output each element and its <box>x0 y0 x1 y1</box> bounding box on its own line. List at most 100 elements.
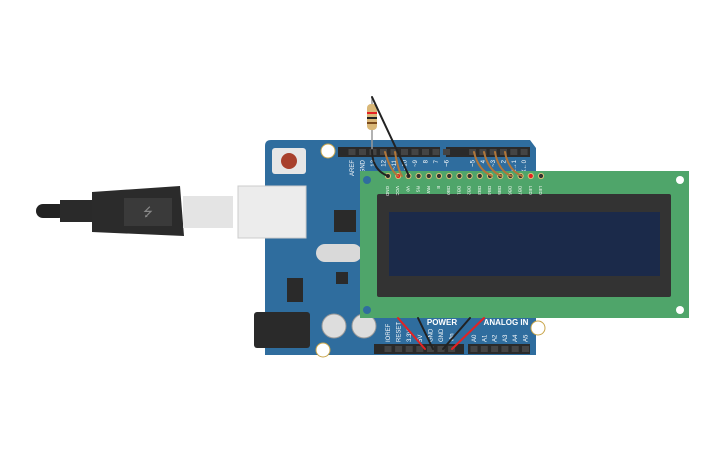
resistor[interactable] <box>367 97 377 150</box>
top-pin-label: 4 <box>481 159 487 163</box>
header-socket[interactable] <box>437 346 445 352</box>
lcd-pin-label: E <box>436 186 441 189</box>
lcd-pin-label: DB0 <box>446 186 451 195</box>
chip <box>334 210 356 232</box>
usb-port <box>237 185 307 239</box>
lcd-pin[interactable] <box>476 172 483 180</box>
lcd-16x2[interactable]: GND VCC V0 RS RW E DB0 DB1 DB2 DB3 DB4 DB5 DB6 DB7 LED… <box>360 171 689 318</box>
top-pin-label: 2 <box>502 159 508 163</box>
capacitor <box>321 313 347 339</box>
bottom-pin-label: A4 <box>513 334 519 342</box>
header-socket[interactable] <box>384 346 392 352</box>
bottom-pin-label: GND <box>428 328 434 342</box>
header-socket[interactable] <box>348 149 356 155</box>
top-pin-label: ~9 <box>413 159 419 167</box>
lcd-pin[interactable] <box>537 172 545 180</box>
usb-connector-metal <box>183 196 233 228</box>
usb-icon: ⭍ <box>143 205 153 219</box>
header-socket[interactable] <box>401 149 408 155</box>
top-pin-label: 12 <box>382 159 388 166</box>
usb-cable[interactable]: ⭍ <box>36 186 233 236</box>
bottom-pin-label: 3.3V <box>407 330 413 342</box>
lcd-pin-label: V0 <box>405 186 410 192</box>
lcd-pin-label: DB2 <box>467 186 472 195</box>
header-socket[interactable] <box>500 149 507 155</box>
top-pin-label: ~6 <box>445 159 451 167</box>
bottom-pin-label: A2 <box>493 334 499 342</box>
header-socket[interactable] <box>395 346 403 352</box>
lcd-pin-label: DB4 <box>487 186 492 195</box>
lcd-pin[interactable] <box>446 172 453 180</box>
lcd-pin-label: RW <box>426 186 431 194</box>
regulator <box>287 278 303 302</box>
header-socket[interactable] <box>443 149 450 155</box>
power-label: POWER <box>427 318 457 327</box>
header-socket[interactable] <box>520 149 528 155</box>
header-socket[interactable] <box>479 149 487 155</box>
wires <box>371 96 523 350</box>
header-socket[interactable] <box>511 346 519 352</box>
top-pin-label: ~11 <box>392 159 398 169</box>
header-socket[interactable] <box>426 346 434 352</box>
lcd-pin-label: GND <box>385 186 390 197</box>
crystal <box>316 244 362 262</box>
lcd-pin-label: DB3 <box>477 186 482 195</box>
lcd-pin-label: DB5 <box>497 186 502 195</box>
lcd-pin-label: DB6 <box>507 186 512 195</box>
lcd-pin[interactable] <box>466 172 473 180</box>
header-socket[interactable] <box>422 149 429 155</box>
top-pin-label: TX→1 <box>512 159 518 177</box>
analog-in-label: ANALOG IN <box>484 318 529 327</box>
top-pin-label: 8 <box>424 159 430 163</box>
power-jack <box>254 312 310 348</box>
digital-header-right <box>446 147 530 157</box>
lcd-pin[interactable] <box>425 172 432 180</box>
bottom-pin-label: A1 <box>482 334 488 342</box>
header-socket[interactable] <box>359 149 366 155</box>
header-socket[interactable] <box>491 346 499 352</box>
header-socket[interactable] <box>489 149 497 155</box>
lcd-pin-label: DB7 <box>518 186 523 195</box>
lcd-pin[interactable] <box>435 172 443 180</box>
bottom-pin-label: A3 <box>503 334 509 342</box>
top-pin-label: RX←0 <box>522 159 528 177</box>
top-pin-label: AREF <box>350 160 356 176</box>
bottom-pin-label: RESET <box>397 322 403 342</box>
header-socket[interactable] <box>380 149 387 155</box>
header-socket[interactable] <box>469 149 477 155</box>
analog-header <box>468 344 530 354</box>
header-socket[interactable] <box>411 149 419 155</box>
lcd-pin-label: RS <box>416 186 421 192</box>
lcd-pin[interactable] <box>415 172 422 180</box>
header-socket[interactable] <box>510 149 518 155</box>
header-socket[interactable] <box>522 346 529 352</box>
top-pin-label: ~10 <box>403 159 409 170</box>
lcd-pin-label: LED <box>538 186 543 196</box>
bottom-pin-label: A5 <box>524 334 530 342</box>
lcd-pin-label: DB1 <box>456 186 461 195</box>
header-socket[interactable] <box>405 346 413 352</box>
usb-plug-body <box>124 198 172 226</box>
top-pin-label: ~3 <box>491 159 497 167</box>
lcd-screen <box>389 212 660 276</box>
reset-button-cap <box>281 153 297 169</box>
lcd-pin[interactable] <box>456 172 463 180</box>
bottom-pin-label: IOREF <box>386 323 392 342</box>
top-pin-label: GND <box>361 159 367 173</box>
digital-header-left <box>338 147 440 157</box>
header-socket[interactable] <box>501 346 509 352</box>
header-socket[interactable] <box>416 346 424 352</box>
lcd-pin-label: VCC <box>395 186 400 196</box>
bottom-pin-label: 5V <box>418 335 424 342</box>
top-pin-label: ~5 <box>471 159 477 167</box>
bottom-pin-label: GND <box>439 328 445 342</box>
lcd-pin[interactable] <box>527 172 534 180</box>
header-socket[interactable] <box>470 346 478 352</box>
header-socket[interactable] <box>480 346 488 352</box>
lcd-pin-label: LED <box>528 186 533 196</box>
top-pin-label: 7 <box>434 159 440 163</box>
header-socket[interactable] <box>432 149 440 155</box>
bottom-pin-label: A0 <box>472 334 478 342</box>
